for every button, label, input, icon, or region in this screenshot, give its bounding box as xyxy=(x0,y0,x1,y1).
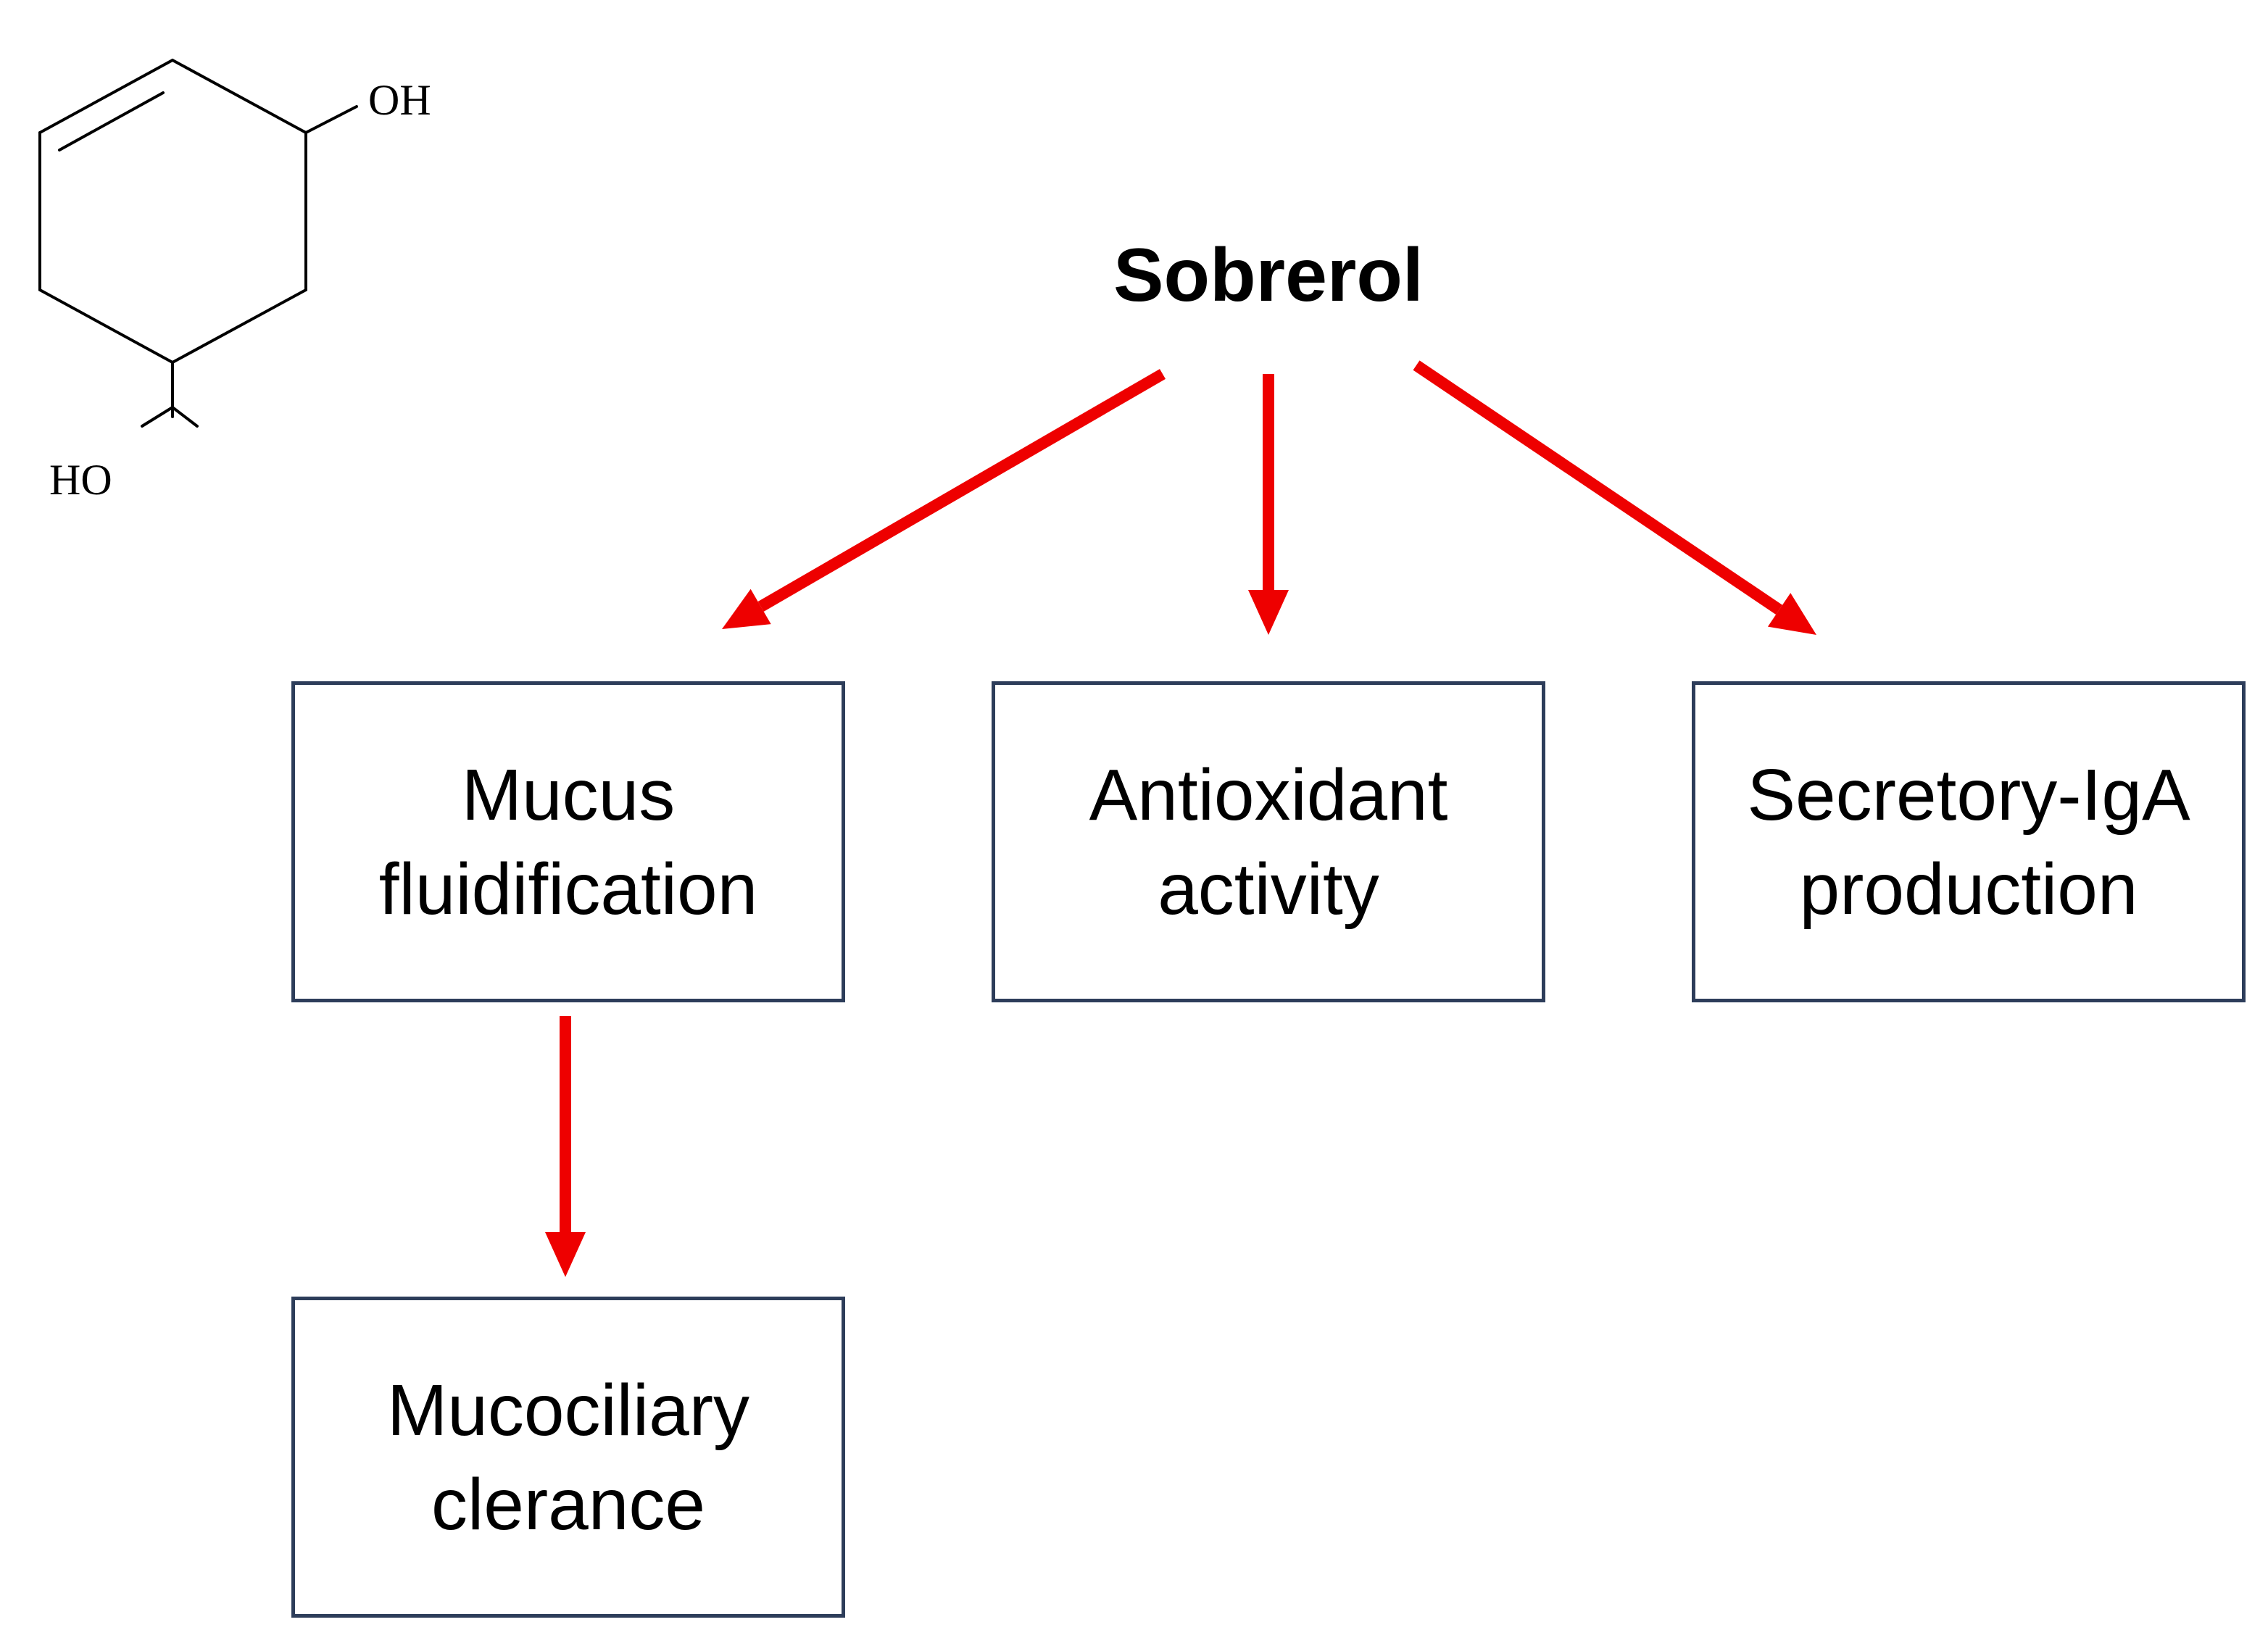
mucociliary-clearance-box: Mucociliary clerance xyxy=(291,1297,845,1618)
arrow-head xyxy=(1767,593,1816,635)
arrow-to-mucociliary-clearance xyxy=(545,1016,586,1277)
arrow-head xyxy=(722,589,771,629)
arrow-shaft xyxy=(757,369,1166,612)
box-text-line: Mucus xyxy=(461,754,676,836)
sobrerol-structure xyxy=(38,59,358,428)
box-text-line: Mucociliary xyxy=(386,1369,750,1451)
ring-bond xyxy=(171,59,307,134)
diagram-title: Sobrerol xyxy=(1113,233,1424,317)
box-text-line: Antioxidant xyxy=(1089,754,1448,836)
box-text-line: clerance xyxy=(431,1463,705,1545)
arrow-shaft xyxy=(1413,360,1783,615)
box-text-line: activity xyxy=(1158,848,1379,930)
antioxidant-activity-box: Antioxidant activity xyxy=(992,681,1545,1002)
oh-bond xyxy=(304,105,358,134)
secretory-iga-production-box: Secretory-IgA production xyxy=(1692,681,2246,1002)
arrow-head xyxy=(1248,590,1289,635)
ring-bond xyxy=(171,288,307,364)
arrow-to-secretory-iga xyxy=(1413,360,1816,635)
double-bond-inner xyxy=(58,91,165,151)
arrow-group xyxy=(545,360,1816,1277)
hydroxyl-label-top: OH xyxy=(368,76,431,124)
hydroxyl-label-bottom: HO xyxy=(49,456,112,504)
methyl-bond-right xyxy=(171,406,199,428)
arrow-head xyxy=(545,1232,586,1277)
methyl-bond-left xyxy=(141,406,174,428)
box-text-line: production xyxy=(1799,848,2138,930)
mucus-fluidification-box: Mucus fluidification xyxy=(291,681,845,1002)
arrow-to-antioxidant-activity xyxy=(1248,374,1289,635)
ring-bond xyxy=(38,288,174,364)
arrow-to-mucus-fluidification xyxy=(722,369,1166,629)
ring-bond xyxy=(38,59,174,134)
box-text-line: fluidification xyxy=(378,848,758,930)
box-text-line: Secretory-IgA xyxy=(1747,754,2190,836)
